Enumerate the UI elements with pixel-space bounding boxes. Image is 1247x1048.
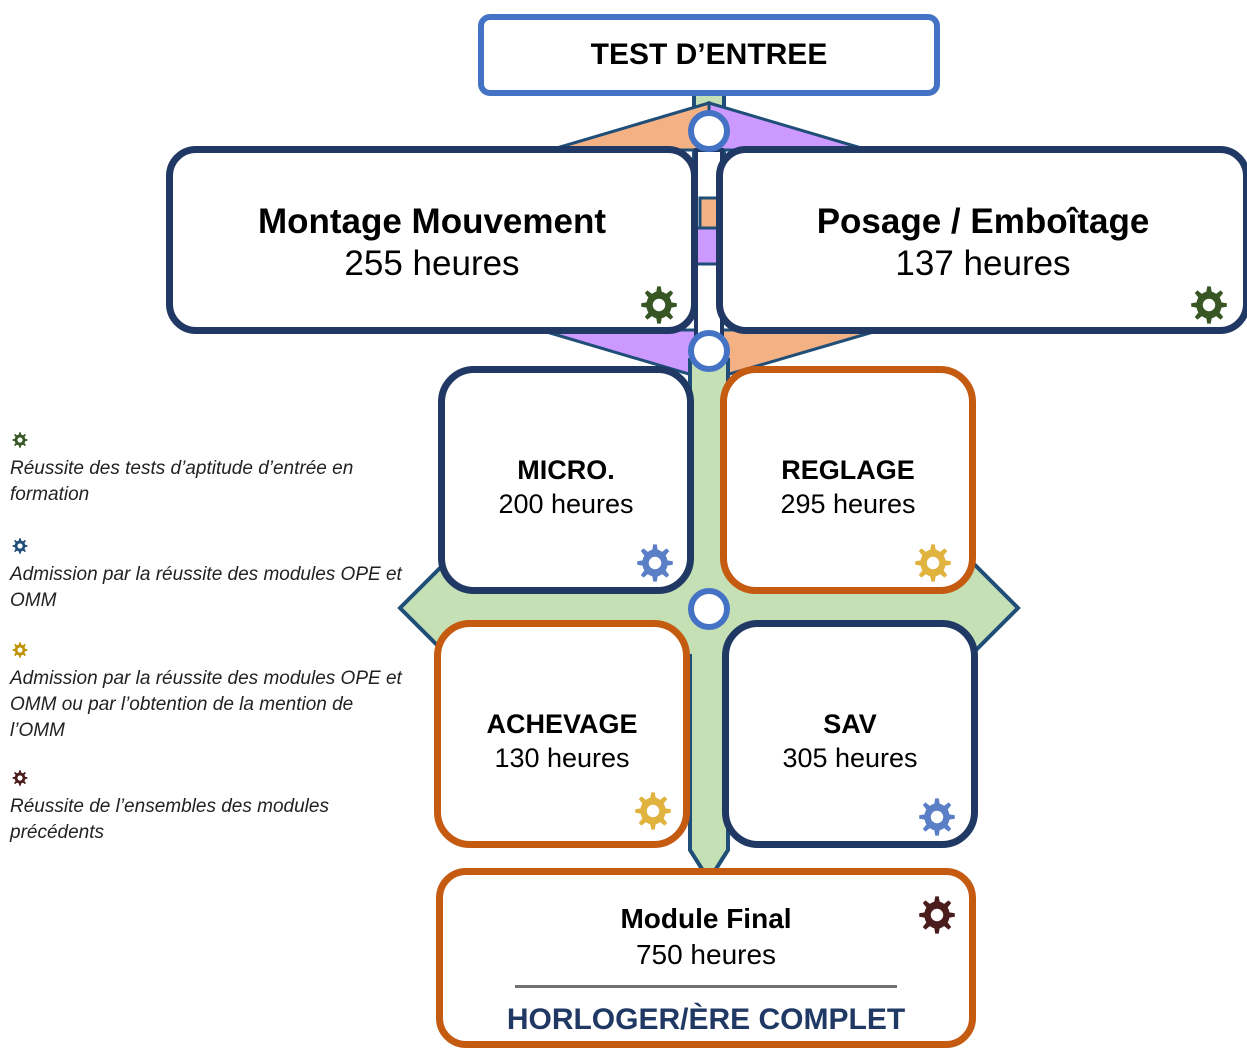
legend-item-all-modules: Réussite de l’ensembles des modules préc… [10,768,410,846]
module-hours: 295 heures [780,489,916,519]
module-hours: 255 heures [344,244,520,283]
credential-label: HORLOGER/ÈRE COMPLET [506,1003,906,1036]
gear-blue-icon [913,793,961,841]
module-final: Module Final 750 heures HORLOGER/ÈRE COM… [436,868,976,1048]
legend-text: Admission par la réussite des modules OP… [10,668,402,741]
module-hours: 130 heures [494,743,630,773]
module-hours: 137 heures [895,244,1071,283]
gear-green-icon [10,430,30,450]
gear-blue-icon [10,536,30,556]
module-posage-emboitage: Posage / Emboîtage 137 heures [716,146,1247,334]
gear-green-icon [635,281,683,329]
gear-gold-icon [909,539,957,587]
module-title: Module Final [620,903,792,934]
top-left-wedge [549,100,711,152]
legend-text: Admission par la réussite des modules OP… [10,564,402,611]
module-hours: 750 heures [635,939,777,970]
junction-middle [688,330,730,372]
entry-test-box: TEST D’ENTREE [478,14,940,96]
junction-center [688,588,730,630]
top-right-wedge [707,100,869,152]
module-title: SAV [823,709,877,739]
gear-maroon-icon [913,891,961,939]
module-sav: SAV 305 heures [722,620,978,848]
module-title: ACHEVAGE [486,709,638,739]
module-achevage: ACHEVAGE 130 heures [434,620,690,848]
module-micro: MICRO. 200 heures [438,366,694,594]
gear-blue-icon [631,539,679,587]
gear-gold-icon [629,787,677,835]
module-hours: 200 heures [498,489,634,519]
legend-item-ope-omm: Admission par la réussite des modules OP… [10,536,410,614]
module-hours: 305 heures [782,743,918,773]
legend-item-entry-test: Réussite des tests d’aptitude d’entrée e… [10,430,410,508]
legend-text: Réussite des tests d’aptitude d’entrée e… [10,458,354,505]
module-reglage: REGLAGE 295 heures [720,366,976,594]
gear-gold-icon [10,640,30,660]
module-montage-mouvement: Montage Mouvement 255 heures [166,146,698,334]
gear-maroon-icon [10,768,30,788]
module-title: MICRO. [517,455,615,485]
junction-top [688,110,730,152]
gear-green-icon [1185,281,1233,329]
entry-test-label: TEST D’ENTREE [590,38,828,71]
module-title: REGLAGE [781,455,915,485]
module-title: Posage / Emboîtage [816,202,1150,241]
module-title: Montage Mouvement [257,202,607,241]
legend-item-ope-omm-mention: Admission par la réussite des modules OP… [10,640,410,744]
legend-text: Réussite de l’ensembles des modules préc… [10,796,329,843]
divider [515,985,897,988]
